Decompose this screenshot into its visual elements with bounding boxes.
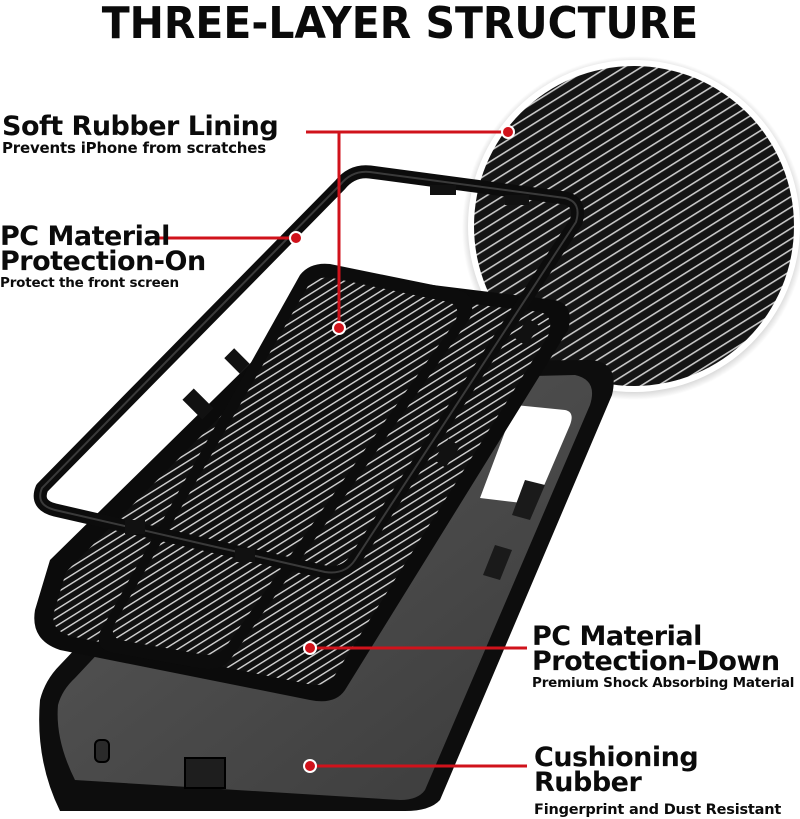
callout-heading: Soft Rubber Lining bbox=[2, 111, 279, 142]
callout-heading-line1: PC Material bbox=[532, 621, 702, 652]
callout-markers bbox=[289, 125, 515, 773]
pc-protection-on-frame bbox=[33, 165, 585, 579]
red-dot-icon bbox=[303, 641, 317, 655]
callout-pc-protection-on: PC Material Protection-On Protect the fr… bbox=[0, 221, 206, 292]
callout-subtext: Protect the front screen bbox=[0, 275, 179, 291]
red-dot-icon bbox=[289, 231, 303, 245]
callout-heading-line1: PC Material bbox=[0, 221, 170, 252]
red-dot-icon bbox=[303, 759, 317, 773]
red-dot-icon bbox=[332, 321, 346, 335]
callout-heading-line2: Protection-On bbox=[0, 246, 206, 277]
callout-subtext: Fingerprint and Dust Resistant bbox=[534, 802, 782, 818]
callout-subtext: Prevents iPhone from scratches bbox=[2, 139, 266, 157]
callout-leader-lines bbox=[158, 130, 527, 768]
page-title: THREE-LAYER STRUCTURE bbox=[101, 0, 699, 49]
callout-pc-protection-down: PC Material Protection-Down Premium Shoc… bbox=[532, 621, 795, 692]
soft-rubber-lining-layer bbox=[98, 263, 473, 669]
red-dot-icon bbox=[501, 125, 515, 139]
callout-subtext: Premium Shock Absorbing Material bbox=[532, 675, 795, 691]
callout-soft-rubber-lining: Soft Rubber Lining Prevents iPhone from … bbox=[2, 111, 279, 157]
callout-cushioning-rubber: Cushioning Rubber Fingerprint and Dust R… bbox=[534, 742, 800, 819]
callout-heading: Cushioning Rubber bbox=[534, 742, 699, 798]
callout-heading-line2: Protection-Down bbox=[532, 646, 780, 677]
